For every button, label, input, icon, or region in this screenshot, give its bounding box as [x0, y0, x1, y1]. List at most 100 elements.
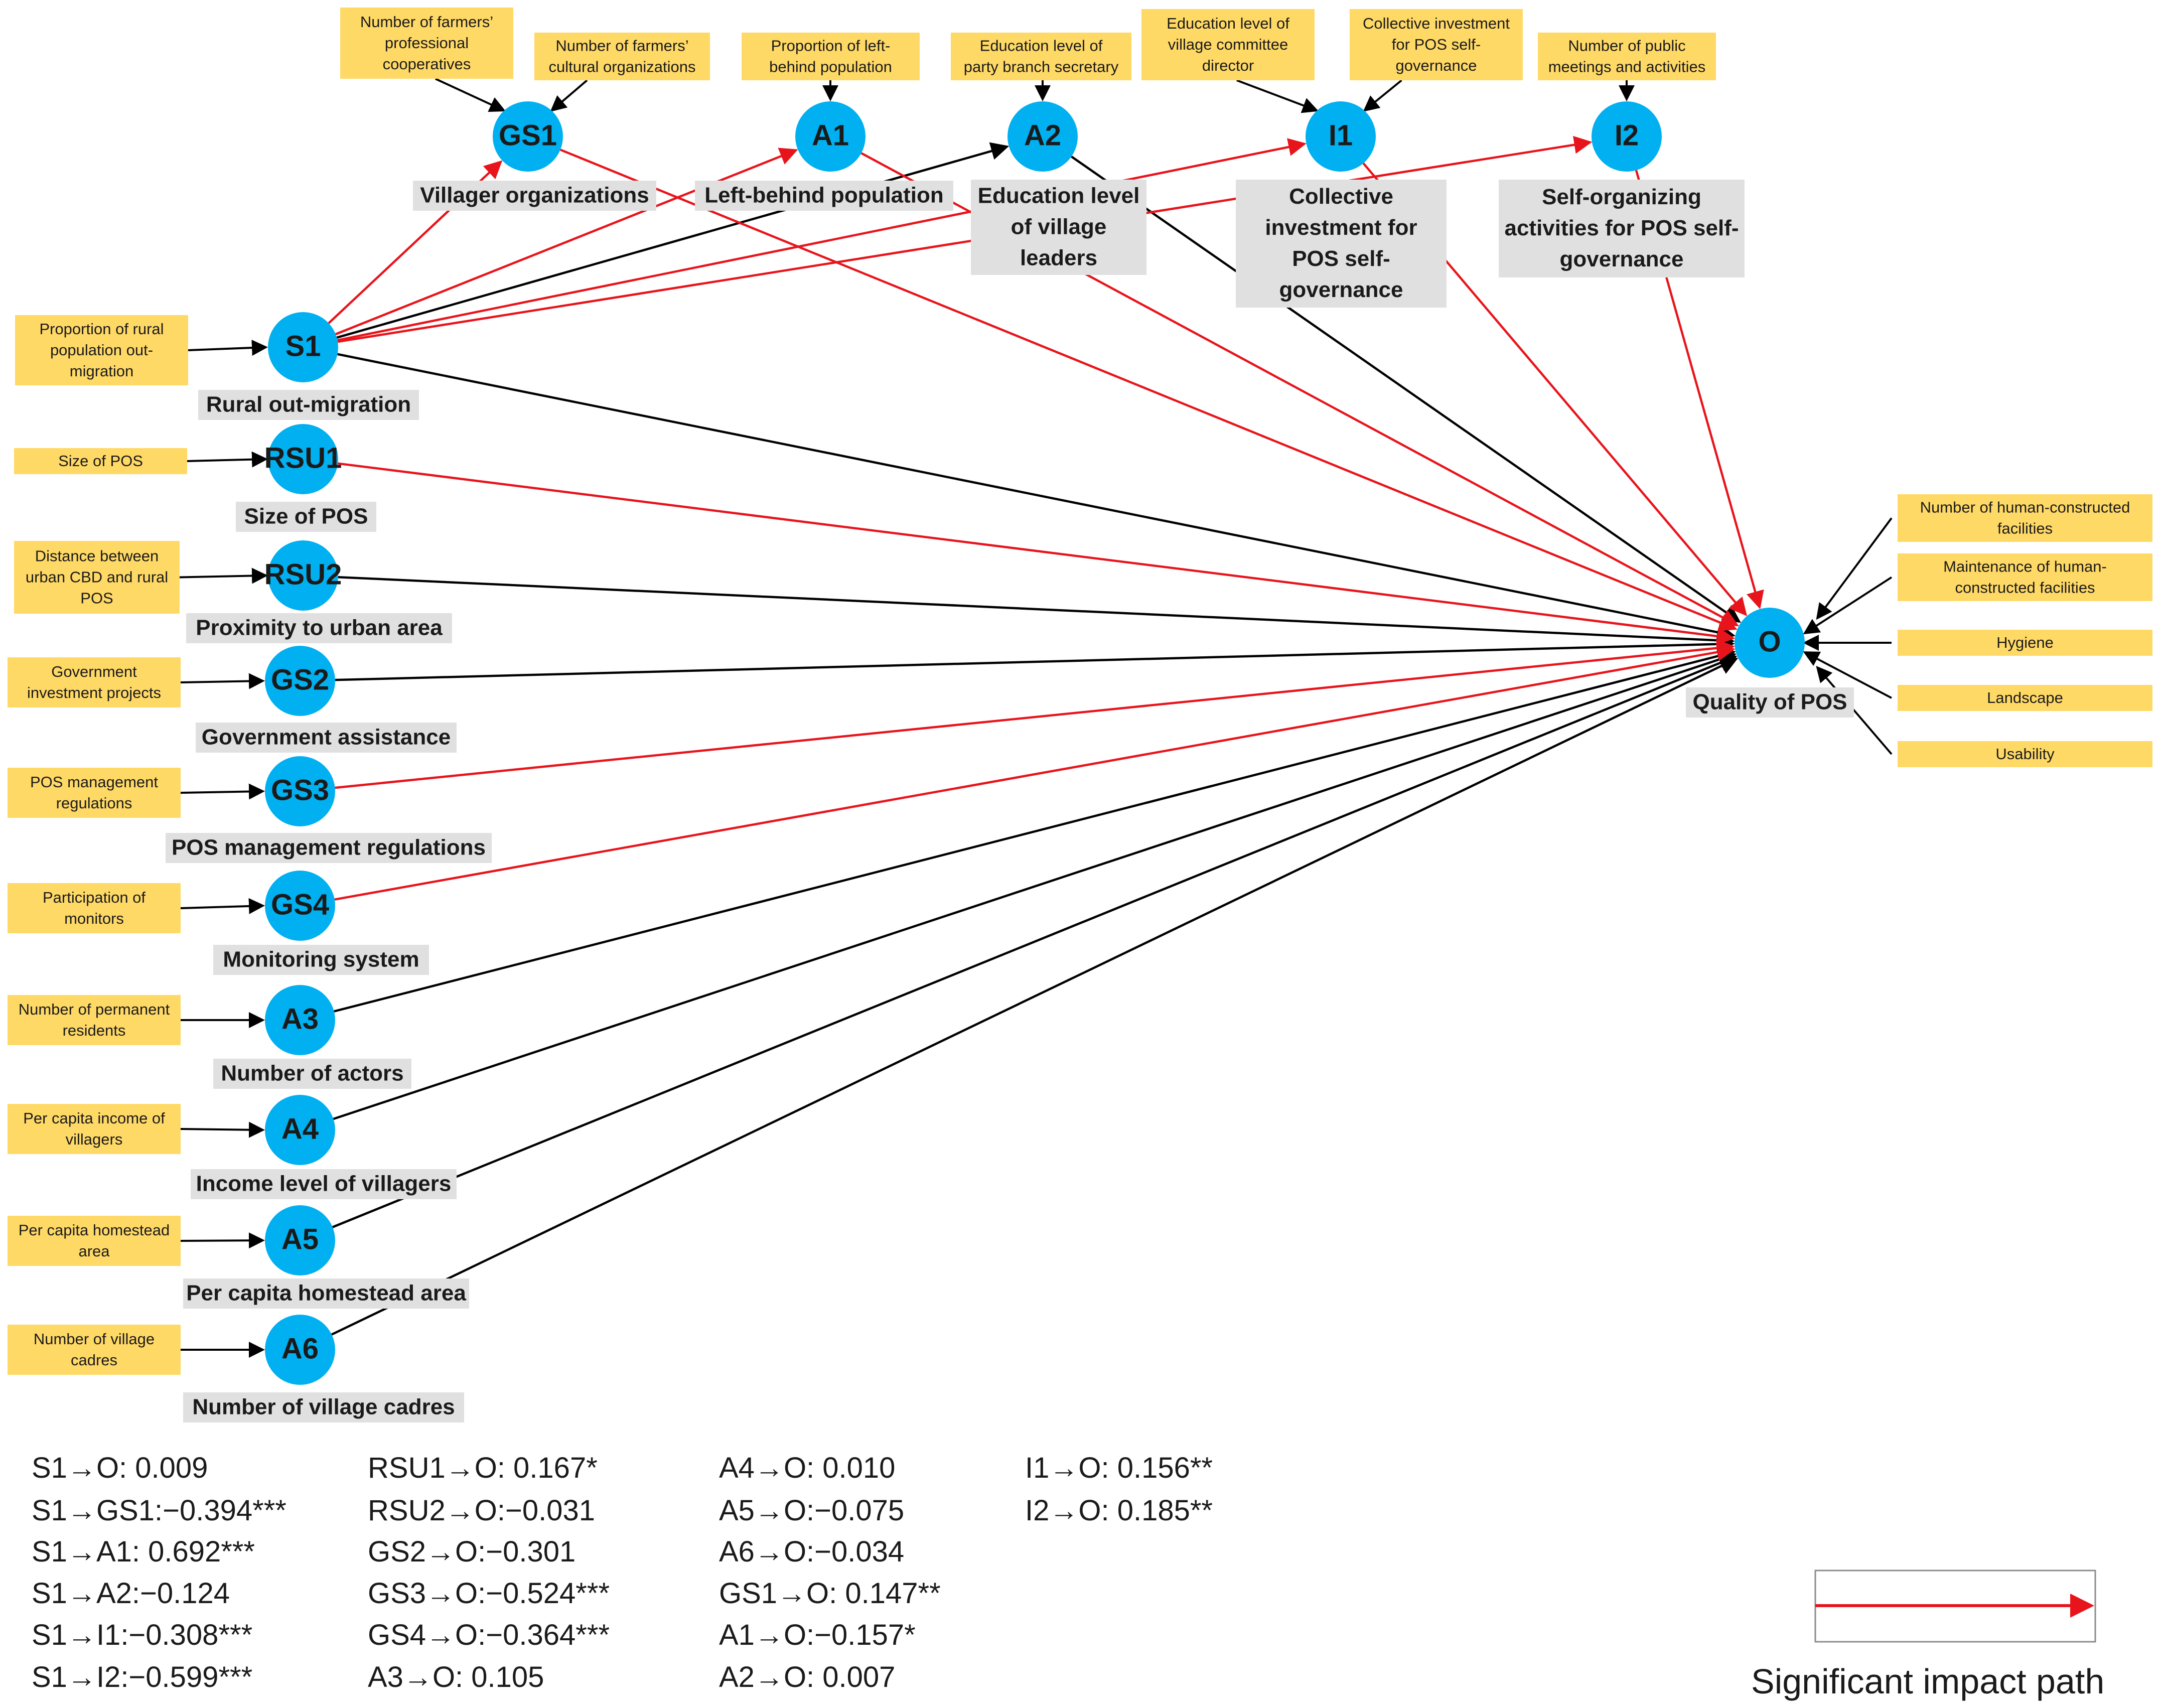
coefficient: GS2→O:−0.301: [368, 1535, 575, 1568]
path-gs4-to-o: [334, 643, 1736, 901]
indicator-box-o-1: [1898, 553, 2152, 601]
node-a6: [265, 1315, 335, 1385]
label-box-a2: [971, 180, 1146, 275]
node-o-id: O: [1758, 625, 1781, 658]
indicator-link-a4-0: [180, 1121, 265, 1138]
indicator-link-s1-0: [188, 340, 268, 356]
node-a1: [795, 101, 866, 172]
indicator-box-gs1-0: [340, 8, 513, 79]
coefficient: A4→O: 0.010: [719, 1452, 895, 1484]
node-a5-id: A5: [281, 1223, 319, 1255]
node-s1: [268, 312, 338, 382]
indicator-text-o-3: Landscape: [1987, 689, 2063, 706]
coefficient: RSU1→O: 0.167*: [368, 1452, 598, 1484]
node-gs4: [265, 871, 335, 941]
indicator-box-o-2: [1898, 630, 2152, 656]
indicator-box-gs4-0: [8, 883, 181, 933]
path-s1-to-i2: [337, 135, 1593, 343]
node-i2: [1592, 101, 1662, 172]
coefficient: S1→A2:−0.124: [32, 1577, 230, 1610]
construct-label-gs4: Monitoring system: [223, 947, 419, 972]
indicator-link-gs2-0: [180, 673, 265, 689]
path-rsu2-to-o: [338, 576, 1735, 650]
label-box-gs1: [413, 181, 656, 211]
indicator-link-gs4-0: [180, 898, 265, 914]
indicator-link-gs3-0: [180, 783, 265, 800]
construct-label-gs1: Villager organizations: [420, 183, 649, 208]
path-a6-to-o: [331, 657, 1739, 1336]
label-box-s1: [198, 390, 419, 420]
indicator-links: [179, 78, 1893, 1358]
label-box-o: [1686, 687, 1854, 718]
construct-label-a5: Per capita homestead area: [186, 1281, 466, 1306]
node-a1-id: A1: [812, 119, 849, 152]
path-rsu1-to-o: [338, 462, 1736, 645]
indicator-text-a1-0: Proportion of left-behind population: [769, 37, 892, 76]
indicator-link-gs1-0: [435, 78, 506, 112]
coefficient: S1→A1: 0.692***: [32, 1535, 255, 1568]
indicator-box-a1-0: [742, 33, 920, 80]
path-gs2-to-o: [335, 635, 1735, 681]
path-a5-to-o: [332, 654, 1738, 1228]
node-o: [1735, 608, 1805, 678]
indicator-link-gs1-1: [550, 79, 588, 112]
indicator-link-rsu2-0: [179, 567, 268, 584]
label-box-rsu1: [236, 502, 376, 532]
indicator-box-gs1-1: [534, 33, 710, 80]
coefficient: GS3→O:−0.524***: [368, 1577, 610, 1610]
path-a2-to-o: [1071, 156, 1741, 623]
node-a2-id: A2: [1024, 119, 1061, 152]
path-s1-to-i1: [337, 138, 1307, 342]
coefficient: A5→O:−0.075: [719, 1494, 904, 1527]
label-box-gs3: [166, 833, 492, 863]
node-i1-id: I1: [1329, 119, 1353, 152]
node-i2-id: I2: [1615, 119, 1639, 152]
coefficient: S1→O: 0.009: [32, 1452, 208, 1484]
path-s1-to-o: [337, 353, 1736, 641]
path-a4-to-o: [333, 651, 1737, 1120]
node-a4: [265, 1095, 335, 1165]
indicator-box-i2-0: [1538, 33, 1716, 80]
indicator-box-a3-0: [8, 995, 181, 1045]
construct-label-a4: Income level of villagers: [196, 1172, 452, 1196]
coefficient: RSU2→O:−0.031: [368, 1494, 595, 1527]
indicator-text-o-4: Usability: [1995, 745, 2055, 763]
construct-label-gs2: Government assistance: [202, 725, 451, 750]
indicator-box-gs2-0: [8, 657, 181, 707]
indicator-text-rsu1-0: Size of POS: [58, 452, 143, 470]
indicator-box-rsu2-0: [14, 541, 180, 614]
node-gs1: [493, 101, 563, 172]
construct-label-a6: Number of village cadres: [192, 1395, 455, 1419]
indicator-box-i1-0: [1141, 9, 1315, 80]
label-box-a6: [183, 1392, 464, 1422]
label-box-i1: [1236, 180, 1447, 308]
node-a3-id: A3: [281, 1003, 319, 1035]
coefficient: I2→O: 0.185**: [1025, 1494, 1213, 1527]
coefficient: I1→O: 0.156**: [1025, 1452, 1213, 1484]
node-a6-id: A6: [281, 1332, 319, 1365]
indicator-box-rsu1-0: [14, 448, 187, 474]
indicator-text-o-1: Maintenance of human-constructed facilit…: [1943, 558, 2107, 597]
indicator-link-o-0: [1816, 517, 1893, 620]
node-a5: [265, 1205, 335, 1275]
node-gs2: [265, 646, 335, 716]
path-s1-to-a1: [335, 148, 798, 336]
node-a4-id: A4: [281, 1112, 319, 1145]
coefficient: A2→O: 0.007: [719, 1661, 895, 1693]
legend: Significant impact path: [1751, 1570, 2104, 1701]
node-gs1-id: GS1: [499, 119, 557, 152]
node-s1-id: S1: [285, 330, 321, 362]
node-gs4-id: GS4: [271, 888, 329, 921]
label-box-a1: [695, 181, 953, 211]
node-i1: [1306, 101, 1376, 172]
